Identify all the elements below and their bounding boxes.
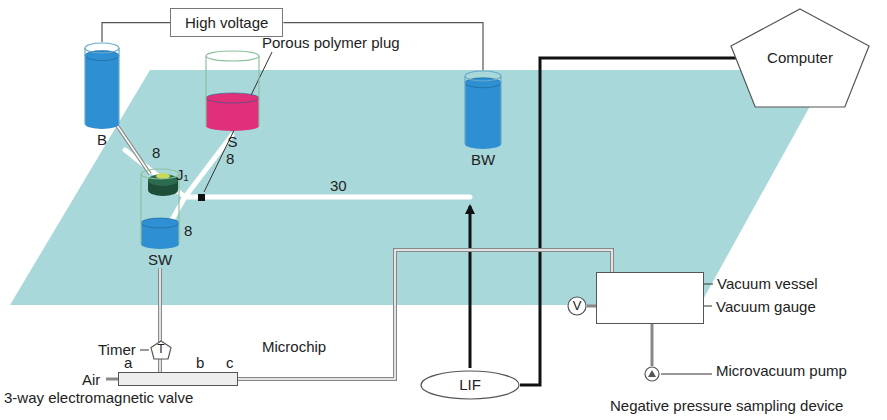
- box-node: High voltage: [170, 8, 283, 37]
- connector: [520, 58, 738, 385]
- callout-label: J₁: [176, 166, 189, 183]
- valve-node: 3-way electromagnetic valve: [118, 372, 238, 386]
- node-label: Vacuum vessel: [717, 275, 818, 292]
- callout-label: b: [196, 354, 204, 371]
- node-label: BW: [471, 151, 495, 168]
- leader-line: [661, 374, 712, 375]
- callout-label: 8: [152, 144, 160, 161]
- callout-label: 8: [226, 150, 234, 167]
- sampling-plug: [148, 173, 178, 196]
- connector: [102, 23, 170, 42]
- node-label: 3-way electromagnetic valve: [4, 389, 193, 406]
- air-inlet: [106, 378, 118, 381]
- timer-node: T: [150, 340, 172, 360]
- ellipse-node: LIF: [420, 370, 520, 400]
- node-label: Computer: [767, 49, 833, 66]
- tube-top: [112, 118, 150, 174]
- callout-label: 8: [184, 222, 192, 239]
- pump-node: Microvacuum pump: [644, 366, 660, 382]
- leader-line: [140, 350, 149, 351]
- callout-label: Microchip: [262, 338, 326, 355]
- callout-label: Porous polymer plug: [262, 34, 400, 51]
- callout-label: Air: [82, 371, 100, 388]
- detection-arrow: [469, 206, 472, 368]
- reservoir-cylinder: [84, 42, 120, 130]
- reservoir: B: [84, 42, 120, 148]
- leader-line: [704, 284, 713, 285]
- gauge-node: V: [567, 296, 587, 316]
- node-label: Microvacuum pump: [716, 362, 847, 379]
- reservoir: S: [205, 50, 260, 150]
- leader-line: [204, 52, 272, 192]
- node-label: S: [227, 133, 237, 150]
- porous-plug: [198, 194, 205, 201]
- reservoir: SW: [140, 168, 180, 268]
- node-label: High voltage: [185, 14, 268, 31]
- callout-label: c: [226, 354, 234, 371]
- callout-label: 30: [330, 177, 347, 194]
- reservoir: BW: [464, 70, 502, 168]
- reservoir-cylinder: [464, 70, 502, 150]
- node-label: LIF: [459, 376, 481, 393]
- channels: [125, 135, 470, 232]
- vessel-node: Vacuum vessel: [596, 272, 704, 324]
- callout-label: Negative pressure sampling device: [610, 397, 843, 414]
- callout-label: Vacuum gauge: [716, 298, 816, 315]
- connector: [587, 306, 596, 307]
- pump-outline: [644, 366, 660, 382]
- node-label: V: [573, 299, 582, 314]
- pentagon-node: Computer: [730, 8, 870, 108]
- chip-plane: [10, 70, 830, 305]
- callout-label: Timer: [98, 341, 136, 358]
- node-label: SW: [148, 251, 172, 268]
- node-label: B: [97, 131, 107, 148]
- node-label: T: [157, 343, 164, 357]
- reservoir-cylinder: [140, 168, 180, 250]
- connector: [238, 250, 612, 379]
- reservoir-cylinder: [205, 50, 260, 132]
- connector: [652, 324, 653, 366]
